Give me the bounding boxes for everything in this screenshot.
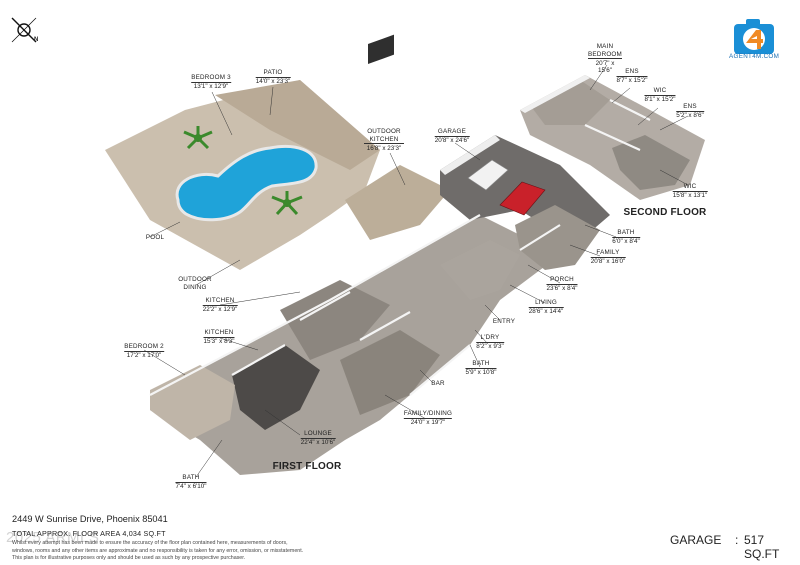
disclaimer: Whilst every attempt has been made to en… <box>12 540 304 561</box>
room-label: BAR <box>431 380 445 387</box>
family-floor <box>515 205 600 270</box>
car-white-icon <box>467 159 509 191</box>
outdoor-kitchen-floor <box>345 165 450 240</box>
property-address: 2449 W Sunrise Drive, Phoenix 85041 <box>12 514 168 524</box>
garage-area-value: 517 SQ.FT <box>744 533 780 561</box>
first-floor-title: FIRST FLOOR <box>272 461 342 472</box>
room-label: POOL <box>145 234 165 241</box>
patio-deck <box>215 80 380 170</box>
garage-walls <box>440 135 500 175</box>
kitchen-floor <box>280 280 390 360</box>
garage-area-label: GARAGE <box>670 533 722 547</box>
outdoor-kitchen-counter <box>368 34 394 65</box>
second-floor-walls <box>520 75 590 113</box>
second-floor-title: SECOND FLOOR <box>623 207 707 218</box>
garage-area-colon: : <box>735 533 739 547</box>
room-label: OUTDOOR DINING <box>178 276 212 291</box>
living-floor <box>440 240 520 300</box>
palm-tree-icon <box>271 191 303 216</box>
interior-walls <box>149 99 651 396</box>
brand-name: AGENT4M.COM <box>729 53 780 60</box>
pool <box>175 144 318 222</box>
wic-floor <box>612 135 690 190</box>
watermark: 2025 ARMLS <box>6 529 100 546</box>
main-bedroom-floor <box>530 80 610 125</box>
lounge-floor <box>232 345 320 430</box>
compass-icon <box>11 17 37 43</box>
total-floor-area: TOTAL APPROX. FLOOR AREA 4,034 SQ.FT <box>12 529 166 538</box>
compass-north-label: N <box>34 37 39 43</box>
family-dining-floor <box>340 330 440 415</box>
camera-4-logo-icon <box>734 19 774 54</box>
palm-tree-icon <box>183 126 213 150</box>
room-label: ENTRY <box>492 318 516 325</box>
leader-lines <box>143 64 689 478</box>
car-red-icon <box>499 181 546 216</box>
